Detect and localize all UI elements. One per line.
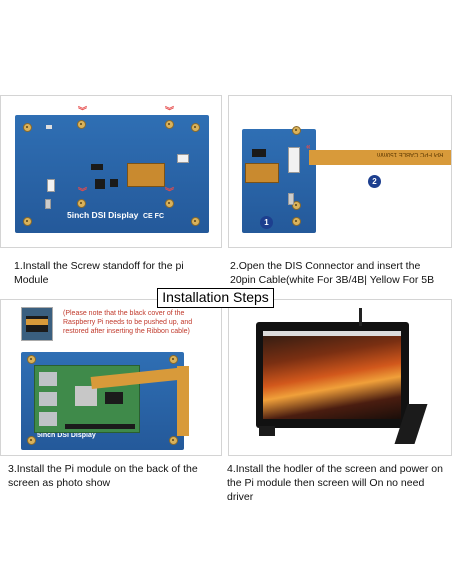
display-pcb <box>242 126 316 233</box>
connector-inset <box>21 307 53 341</box>
step2-image: RPi FPC CABLE 150mm « 1 2 <box>228 95 452 248</box>
usb-cable <box>359 308 362 326</box>
cable-label: RPi FPC CABLE 150mm <box>376 151 443 157</box>
ribbon-cable: RPi FPC CABLE 150mm <box>309 150 451 165</box>
cert-logos: CE FC <box>143 213 164 220</box>
chip <box>110 179 118 187</box>
step4-image <box>228 299 452 456</box>
display-pcb: ︾ ︾ ︾ ︾ 5inch DSI Display CE FC <box>15 107 209 233</box>
mount-hole <box>292 201 301 210</box>
fpc-connector <box>177 154 189 163</box>
marker-2: 2 <box>368 175 381 188</box>
arrow-marker-icon: ︾ <box>165 106 175 116</box>
ribbon-cable <box>177 366 189 436</box>
mount-hole <box>169 355 178 364</box>
mount-hole <box>191 123 200 132</box>
side-connector <box>45 199 51 209</box>
arrow-marker-icon: ︾ <box>78 106 88 116</box>
mount-hole <box>165 120 174 129</box>
screen-bezel <box>256 322 409 428</box>
chip <box>252 149 266 157</box>
mount-hole <box>292 217 301 226</box>
mount-hole <box>27 355 36 364</box>
pcb-label-back: 5inch DSI Display <box>37 432 96 439</box>
arrow-marker-icon: ︾ <box>78 187 88 197</box>
marker-1: 1 <box>260 216 273 229</box>
step1-image: ︾ ︾ ︾ ︾ 5inch DSI Display CE FC <box>0 95 222 248</box>
mount-hole <box>169 436 178 445</box>
arrow-marker-icon: « <box>306 142 311 151</box>
mount-hole <box>292 126 301 135</box>
step1-caption: 1.Install the Screw standoff for the pi … <box>14 260 184 286</box>
ribbon-note: (Please note that the black cover of the… <box>63 310 193 335</box>
fpc-connector <box>288 147 300 173</box>
dsi-connector <box>245 163 279 183</box>
chip <box>95 179 105 189</box>
side-connector <box>288 193 294 205</box>
mount-hole <box>23 123 32 132</box>
step4-caption: 4.Install the hodler of the screen and p… <box>227 463 443 503</box>
screen-image <box>263 331 401 419</box>
mount-hole <box>23 217 32 226</box>
mount-hole <box>191 217 200 226</box>
usb-port <box>47 179 55 192</box>
chip <box>91 164 103 170</box>
pcb-label: 5inch DSI Display <box>67 210 139 220</box>
mount-hole <box>165 199 174 208</box>
mount-hole <box>77 199 86 208</box>
step3-caption: 3.Install the Pi module on the back of t… <box>8 463 198 489</box>
button <box>46 125 52 129</box>
step3-image: (Please note that the black cover of the… <box>0 299 222 456</box>
arrow-marker-icon: ︾ <box>165 187 175 197</box>
mount-hole <box>77 120 86 129</box>
page-title: Installation Steps <box>157 288 274 308</box>
step2-caption: 2.Open the DIS Connector and insert the … <box>230 260 435 286</box>
screen-holder <box>259 426 275 436</box>
dsi-connector <box>127 163 165 187</box>
mount-hole <box>27 436 36 445</box>
